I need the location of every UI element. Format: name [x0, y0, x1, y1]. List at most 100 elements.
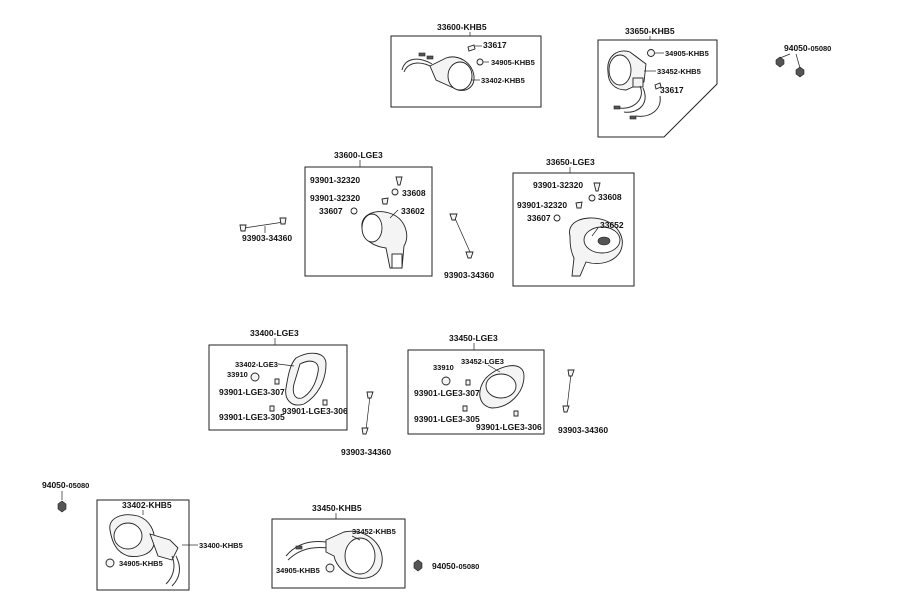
part-number: 94050-05080 [432, 561, 479, 571]
group-title: 33450-KHB5 [312, 503, 362, 513]
part-label: 93901-32320 [310, 175, 360, 185]
part-prefix: 94050 [432, 561, 456, 571]
group-frame [390, 35, 542, 108]
part-label: 93903-34360 [558, 425, 608, 435]
group-frame [208, 344, 348, 431]
screw-icon [366, 391, 374, 399]
part-label: 33400-KHB5 [199, 541, 243, 550]
group-33400-lge3: 33400-LGE3 33402-LGE3 33910 93901-LGE3-3… [208, 328, 348, 431]
group-title: 33450-LGE3 [449, 333, 498, 343]
screw-icon [513, 410, 519, 417]
lens-icon [113, 522, 143, 550]
screw-icon [395, 176, 403, 186]
group-frame [271, 518, 406, 589]
part-label: 93901-LGE3-306 [282, 406, 348, 416]
part-label: 93901-LGE3-305 [219, 412, 285, 422]
screw-icon [562, 405, 570, 413]
part-label: 34905-KHB5 [665, 49, 709, 58]
bulb-icon [647, 49, 655, 57]
part-label: 33910 [433, 363, 454, 372]
nut-icon [775, 56, 785, 68]
part-prefix: 94050 [784, 43, 808, 53]
screw-icon [465, 251, 474, 259]
bulb-icon [588, 194, 596, 202]
lens-icon [447, 61, 473, 91]
part-label: 93903-34360 [242, 233, 292, 243]
washer-icon [553, 214, 561, 222]
bulb-icon [325, 563, 335, 573]
part-label: 93901-LGE3-307 [219, 387, 285, 397]
screw-93903-34360-1: 93903-34360 [239, 217, 292, 243]
part-label: 34905-KHB5 [276, 566, 320, 575]
part-label: 93903-34360 [341, 447, 391, 457]
screw-icon [381, 197, 389, 205]
screw-icon [462, 405, 468, 412]
part-label: 33402-LGE3 [235, 360, 278, 369]
lens-icon [361, 213, 383, 243]
screw-icon [575, 201, 583, 209]
group-33450-lge3: 33450-LGE3 33910 33452-LGE3 93901-LGE3-3… [407, 333, 545, 435]
screw-icon [567, 369, 575, 377]
group-title: 33400-LGE3 [250, 328, 299, 338]
nut-icon [57, 500, 67, 513]
part-label: 33617 [660, 85, 684, 95]
part-label: 93901-32320 [310, 193, 360, 203]
group-title: 33402-KHB5 [122, 500, 172, 510]
part-prefix: 94050 [42, 480, 66, 490]
part-label: 33452-LGE3 [461, 357, 504, 366]
nut-94050-bottom: 94050-05080 [413, 559, 479, 572]
part-number: 94050-05080 [784, 43, 831, 53]
screw-icon [593, 182, 601, 192]
screw-icon [274, 378, 280, 385]
part-suffix: 05080 [810, 44, 831, 53]
part-label: 93901-LGE3-307 [414, 388, 480, 398]
group-title: 33600-KHB5 [437, 22, 487, 32]
screw-93903-34360-2: 93903-34360 [444, 213, 494, 280]
group-title: 33650-LGE3 [546, 157, 595, 167]
part-label: 34905-KHB5 [491, 58, 535, 67]
group-33650-khb5: 33650-KHB5 34905-KHB5 33452-KHB5 33617 [597, 26, 718, 138]
screw-93903-34360-3: 93903-34360 [341, 391, 391, 457]
part-label: 33452-KHB5 [657, 67, 701, 76]
part-suffix: 05080 [458, 562, 479, 571]
bulb-icon [441, 376, 451, 386]
group-title: 33650-KHB5 [625, 26, 675, 36]
group-33600-khb5: 33600-KHB5 33617 34905-KHB5 33402-KHB5 [390, 22, 542, 108]
screw-icon [322, 399, 328, 406]
nut-icon [795, 66, 805, 78]
part-label: 33452-KHB5 [352, 527, 396, 536]
screw-icon [654, 82, 662, 90]
screw-icon [269, 405, 275, 412]
lens-icon [608, 54, 632, 86]
part-label: 93901-LGE3-305 [414, 414, 480, 424]
part-label: 33607 [319, 206, 343, 216]
screw-icon [449, 213, 458, 221]
screw-icon [239, 224, 247, 232]
bulb-icon [476, 58, 484, 66]
screw-icon [361, 427, 369, 435]
part-label: 93901-32320 [533, 180, 583, 190]
group-33650-lge3: 33650-LGE3 93901-32320 33608 93901-32320… [512, 157, 635, 287]
group-frame [407, 349, 545, 435]
screw-93903-34360-4: 93903-34360 [558, 369, 608, 435]
washer-icon [350, 207, 358, 215]
screw-icon [465, 379, 471, 386]
part-suffix: 05080 [68, 481, 89, 490]
lens-icon [344, 537, 376, 575]
part-label: 33402-KHB5 [481, 76, 525, 85]
group-title: 33600-LGE3 [334, 150, 383, 160]
part-label: 33607 [527, 213, 551, 223]
part-number: 94050-05080 [42, 480, 89, 490]
nut-94050-top-right: 94050-05080 [775, 43, 831, 78]
group-frame [512, 172, 635, 287]
group-33450-khb5: 33450-KHB5 33452-KHB5 34905-KHB5 [271, 503, 406, 589]
group-frame [597, 39, 718, 138]
part-label: 33910 [227, 370, 248, 379]
part-label: 33608 [402, 188, 426, 198]
nut-94050-left: 94050-05080 [42, 480, 89, 513]
part-label: 33652 [600, 220, 624, 230]
screw-icon [279, 217, 287, 225]
bulb-icon [105, 558, 115, 568]
part-label: 33617 [483, 40, 507, 50]
